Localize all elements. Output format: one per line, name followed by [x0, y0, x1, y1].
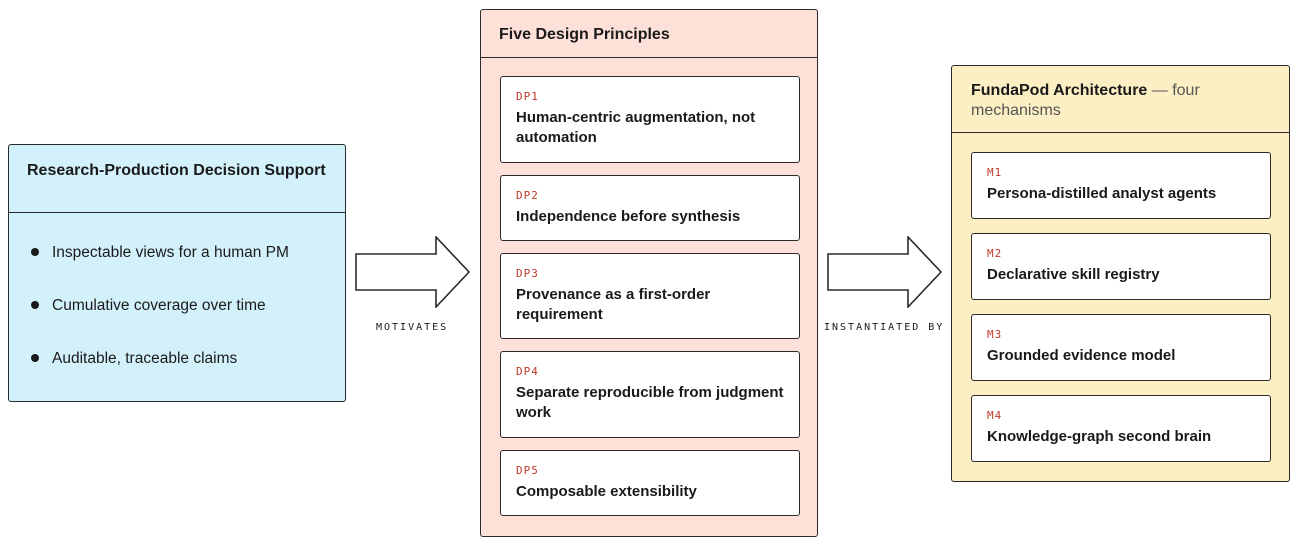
motivates-arrow-icon	[355, 236, 471, 308]
mechanism-code: M1	[987, 166, 1003, 179]
principle-code: DP2	[516, 189, 539, 202]
mechanism-title: Declarative skill registry	[987, 266, 1160, 283]
principle-title: Separate reproducible from judgment work	[516, 384, 784, 421]
principle-card-dp4: DP4 Separate reproducible from judgment …	[500, 351, 800, 438]
mechanism-title: Grounded evidence model	[987, 347, 1176, 364]
principle-card-dp5: DP5 Composable extensibility	[500, 450, 800, 516]
fundapod-architecture-title: FundaPod Architecture	[971, 82, 1148, 99]
list-item: Auditable, traceable claims	[31, 349, 237, 369]
principle-card-dp3: DP3 Provenance as a first-order requirem…	[500, 253, 800, 339]
list-item: Cumulative coverage over time	[31, 296, 266, 316]
bullet-icon	[31, 353, 39, 362]
mechanism-card-m4: M4 Knowledge-graph second brain	[971, 395, 1271, 462]
principle-title: Human-centric augmentation, not automati…	[516, 109, 756, 146]
mechanism-title: Knowledge-graph second brain	[987, 428, 1212, 445]
mechanism-card-m3: M3 Grounded evidence model	[971, 314, 1271, 381]
mechanism-code: M4	[987, 409, 1003, 422]
fundapod-architecture-subtitle: — four mechanisms	[971, 82, 1200, 119]
principle-code: DP4	[516, 365, 539, 378]
list-item-label: Inspectable views for a human PM	[52, 244, 289, 261]
mechanism-code: M2	[987, 247, 1003, 260]
fundapod-architecture-panel: FundaPod Architecture — four mechanisms …	[951, 65, 1290, 482]
principle-code: DP5	[516, 464, 539, 477]
principle-code: DP1	[516, 90, 539, 103]
design-principles-title: Five Design Principles	[481, 10, 817, 58]
principle-card-dp1: DP1 Human-centric augmentation, not auto…	[500, 76, 800, 163]
research-production-title: Research-Production Decision Support	[9, 145, 345, 213]
design-principles-panel: Five Design Principles DP1 Human-centric…	[480, 9, 818, 537]
principle-title: Provenance as a first-order requirement	[516, 286, 711, 323]
instantiated-by-label: INSTANTIATED BY	[824, 322, 945, 333]
list-item-label: Cumulative coverage over time	[52, 297, 266, 314]
bullet-icon	[31, 300, 39, 309]
principle-title: Composable extensibility	[516, 483, 697, 500]
principle-card-dp2: DP2 Independence before synthesis	[500, 175, 800, 241]
mechanism-title: Persona-distilled analyst agents	[987, 185, 1217, 202]
principle-code: DP3	[516, 267, 539, 280]
research-production-panel: Research-Production Decision Support Ins…	[8, 144, 346, 402]
instantiated-by-arrow-icon	[827, 236, 943, 308]
bullet-icon	[31, 247, 39, 256]
mechanism-card-m2: M2 Declarative skill registry	[971, 233, 1271, 300]
list-item-label: Auditable, traceable claims	[52, 350, 238, 367]
principle-title: Independence before synthesis	[516, 208, 741, 225]
mechanism-code: M3	[987, 328, 1003, 341]
mechanism-card-m1: M1 Persona-distilled analyst agents	[971, 152, 1271, 219]
fundapod-architecture-header: FundaPod Architecture — four mechanisms	[952, 66, 1289, 133]
list-item: Inspectable views for a human PM	[31, 243, 289, 263]
motivates-label: MOTIVATES	[376, 322, 449, 333]
